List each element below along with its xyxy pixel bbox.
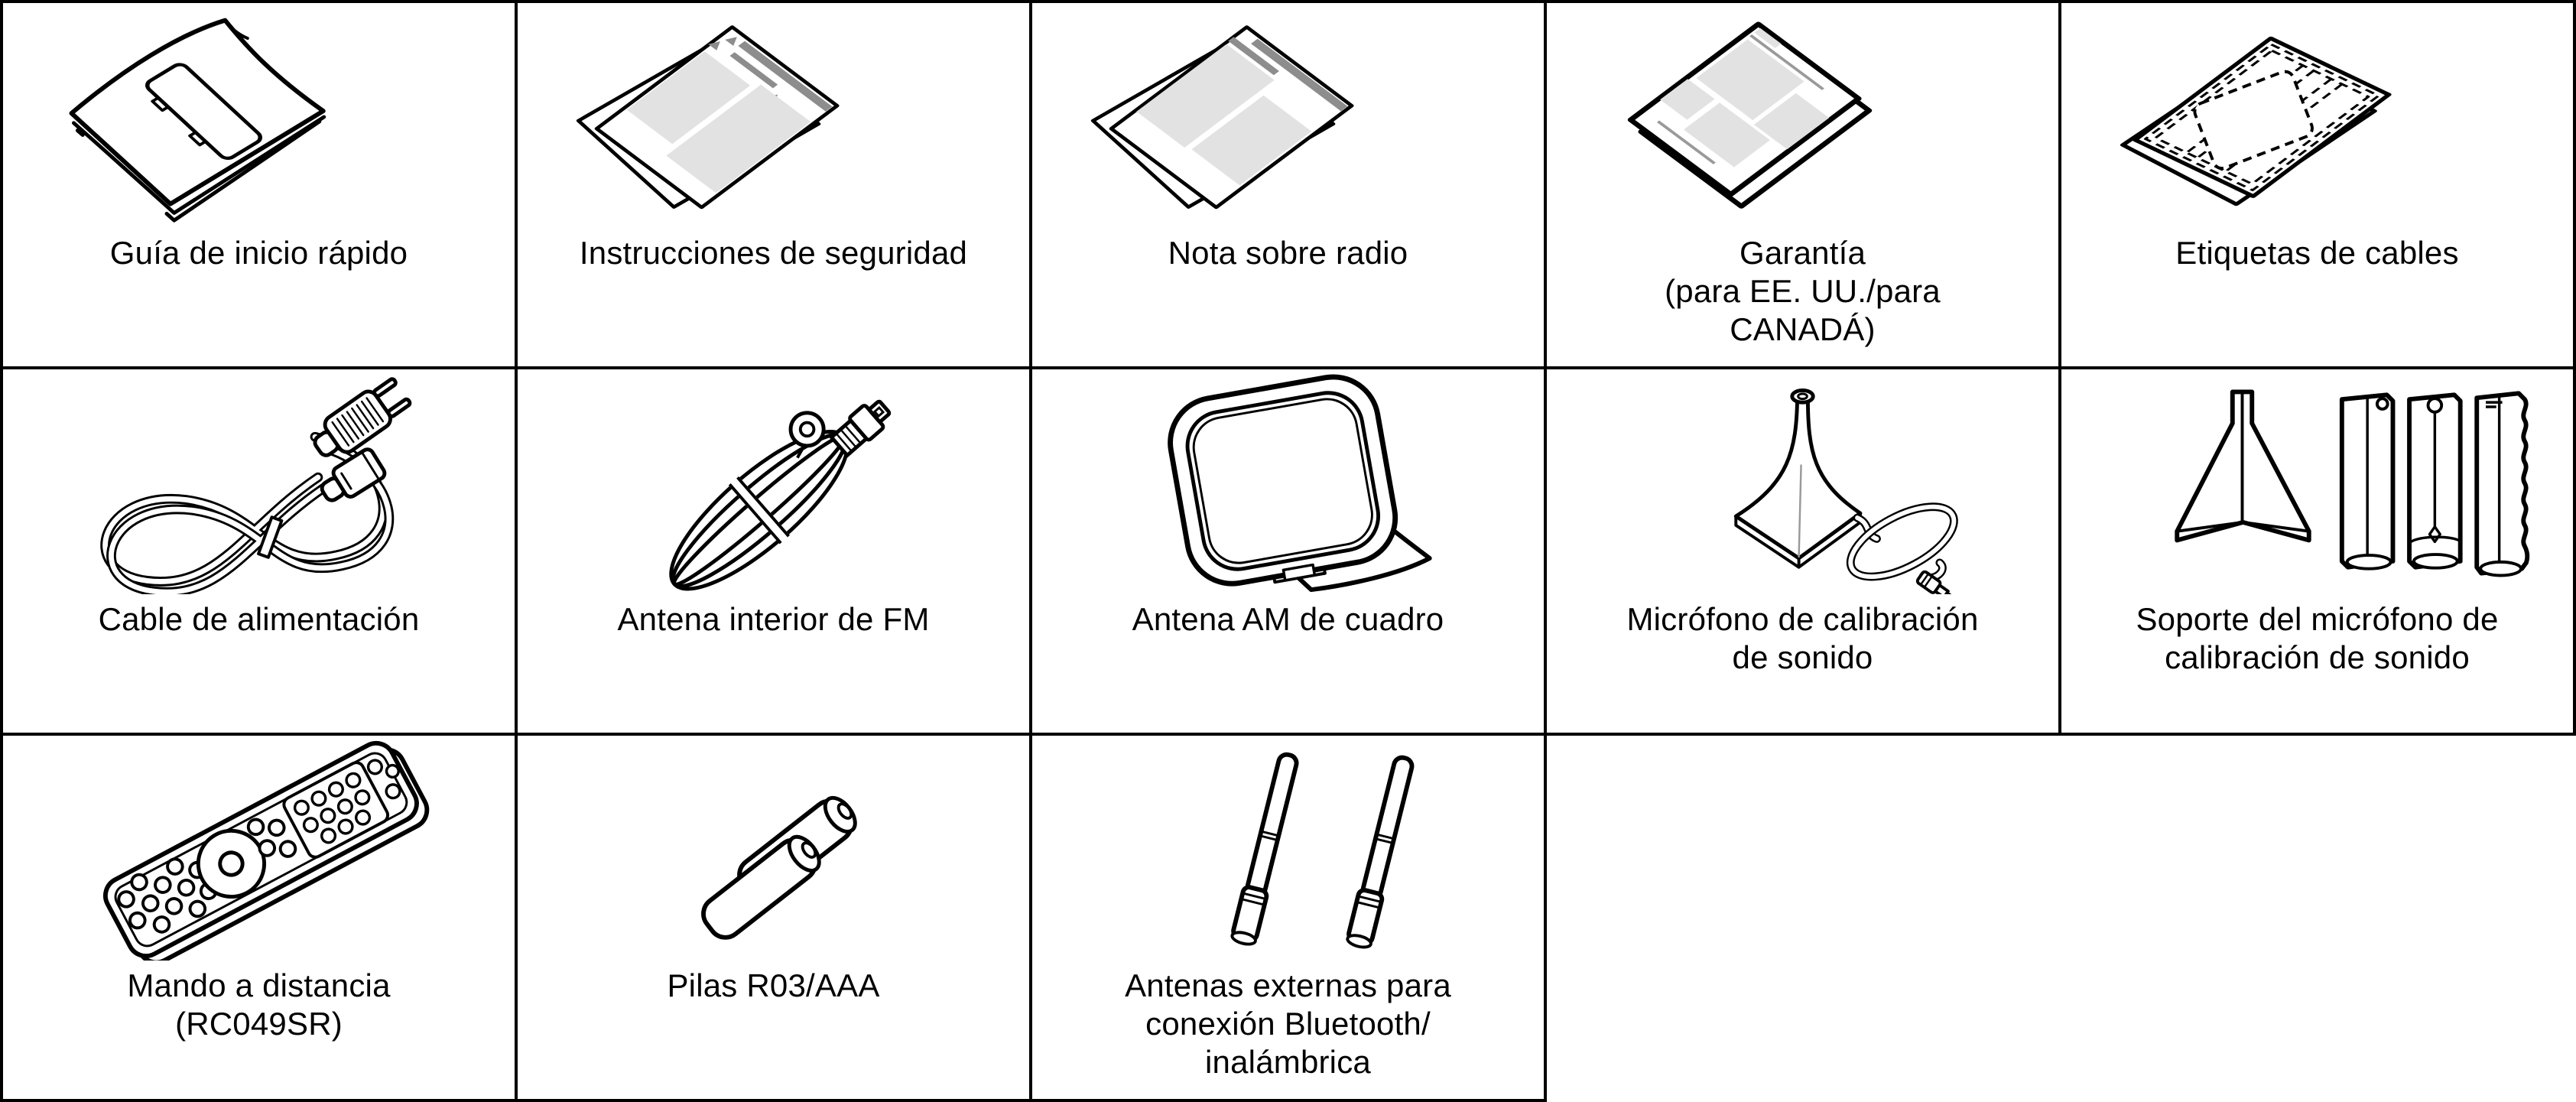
fm-indoor-antenna-icon xyxy=(518,369,1029,594)
aaa-batteries-icon xyxy=(518,736,1029,961)
accessory-cell-quick-start-guide: Guía de inicio rápido xyxy=(0,0,518,369)
accessory-label: Etiquetas de cables xyxy=(2175,235,2459,271)
accessory-cell-power-cord: Cable de alimentación xyxy=(0,366,518,736)
accessory-label: Antena interior de FM xyxy=(617,601,930,637)
accessory-label: Soporte del micrófono de calibración de … xyxy=(2136,601,2499,675)
accessory-label: Guía de inicio rápido xyxy=(109,235,408,271)
sound-calibration-microphone-icon xyxy=(1547,369,2058,594)
accessory-cell-external-antennas: Antenas externas para conexión Bluetooth… xyxy=(1029,733,1547,1102)
accessory-label: Mando a distancia (RC049SR) xyxy=(127,967,391,1042)
accessory-cell-fm-antenna: Antena interior de FM xyxy=(515,366,1032,736)
power-cord-icon xyxy=(3,369,515,594)
remote-control-icon xyxy=(3,736,515,961)
accessory-label: Pilas R03/AAA xyxy=(667,967,880,1003)
accessory-label: Antena AM de cuadro xyxy=(1132,601,1444,637)
warranty-sheets-icon xyxy=(1547,3,2058,228)
external-antennas-icon xyxy=(1032,736,1544,961)
accessory-label: Cable de alimentación xyxy=(98,601,420,637)
quick-start-guide-icon xyxy=(3,3,515,228)
accessory-label: Instrucciones de seguridad xyxy=(579,235,968,271)
accessory-label: Antenas externas para conexión Bluetooth… xyxy=(1125,967,1451,1080)
empty-cell xyxy=(2060,734,2574,1100)
accessory-cell-safety-instructions: Instrucciones de seguridad xyxy=(515,0,1032,369)
cable-labels-sheet-icon xyxy=(2061,3,2573,228)
accessory-cell-cable-labels: Etiquetas de cables xyxy=(2058,0,2576,369)
empty-cell xyxy=(1545,734,2060,1100)
accessory-label: Micrófono de calibración de sonido xyxy=(1626,601,1979,675)
accessory-cell-radio-note: Nota sobre radio xyxy=(1029,0,1547,369)
accessory-cell-warranty: Garantía (para EE. UU./para CANADÁ) xyxy=(1544,0,2061,369)
radio-note-sheet-icon xyxy=(1032,3,1544,228)
am-loop-antenna-icon xyxy=(1032,369,1544,594)
accessory-cell-mic-stand: Soporte del micrófono de calibración de … xyxy=(2058,366,2576,736)
accessory-cell-remote-control: Mando a distancia (RC049SR) xyxy=(0,733,518,1102)
accessory-cell-am-antenna: Antena AM de cuadro xyxy=(1029,366,1547,736)
accessory-label: Garantía (para EE. UU./para CANADÁ) xyxy=(1665,235,1941,347)
accessory-label: Nota sobre radio xyxy=(1168,235,1408,271)
accessory-cell-calibration-mic: Micrófono de calibración de sonido xyxy=(1544,366,2061,736)
accessory-cell-batteries: Pilas R03/AAA xyxy=(515,733,1032,1102)
safety-instructions-sheet-icon xyxy=(518,3,1029,228)
calibration-microphone-stand-icon xyxy=(2061,369,2573,594)
